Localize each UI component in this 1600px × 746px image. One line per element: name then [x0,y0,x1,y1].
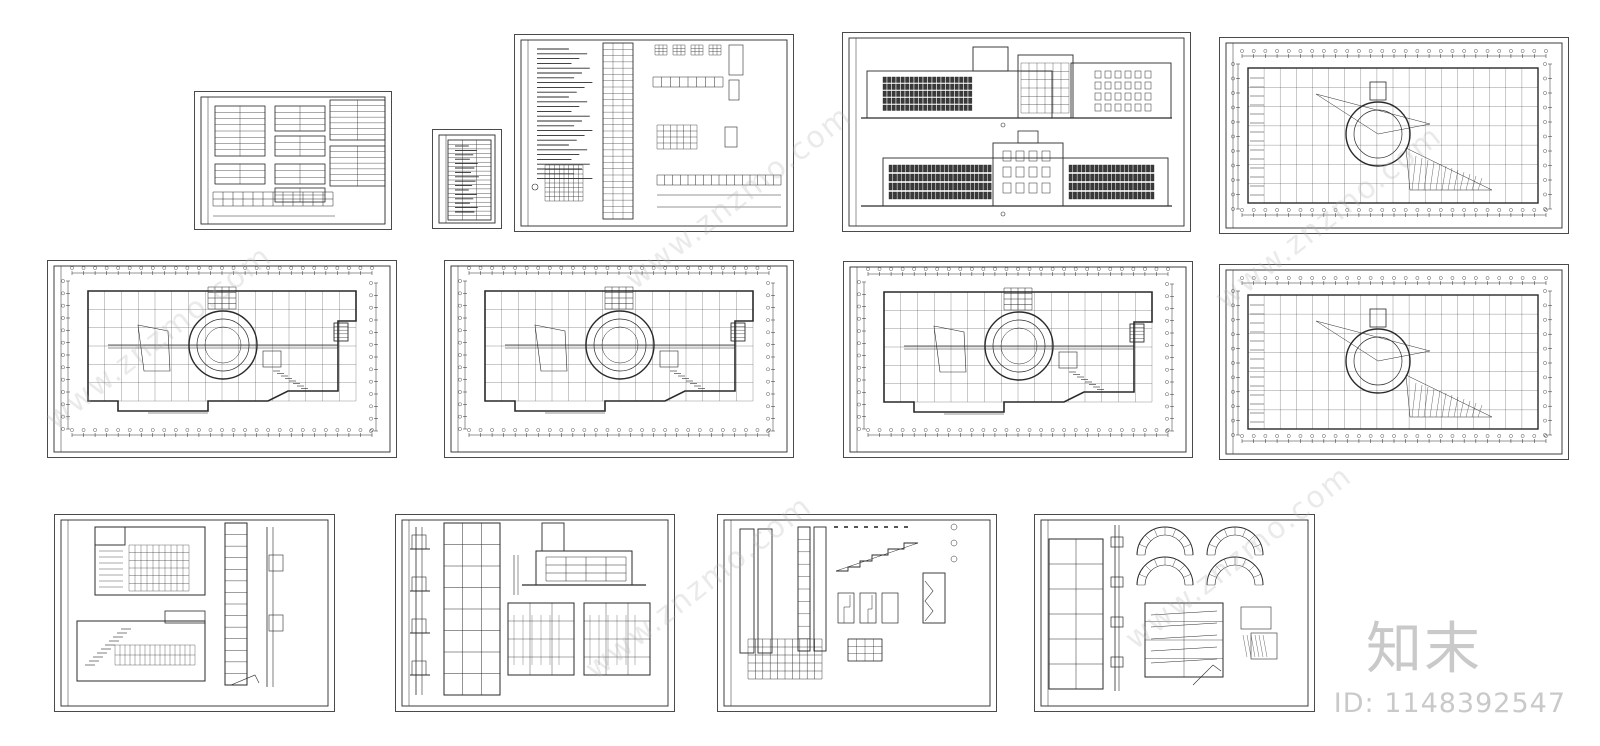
drawing-table [438,134,496,224]
drawing-stair-details [723,519,991,707]
drawing-floor-plan-1 [53,265,391,453]
drawing-floor-plan-3 [849,266,1187,453]
drawing-notes [520,39,788,227]
drawing-sheet-side-elevations[interactable] [54,514,335,712]
drawing-sheet-table[interactable] [432,129,502,229]
drawing-schedule [200,96,386,225]
drawing-sheet-elevation[interactable] [842,32,1191,232]
drawing-sections [401,519,669,707]
asset-id-label: ID: 1148392547 [1333,688,1566,719]
drawing-sheet-floor-plan-1[interactable] [47,260,397,458]
drawing-side-elevations [60,519,329,707]
drawing-sheet-sections[interactable] [395,514,675,712]
drawing-sheet-wall-details[interactable] [1034,514,1315,712]
drawing-roof-plan-1 [1225,42,1563,229]
drawing-sheet-stair-details[interactable] [717,514,997,712]
drawing-roof-plan-2 [1225,269,1563,455]
brand-logo-text: 知末 [1366,617,1482,682]
drawing-sheet-floor-plan-3[interactable] [843,261,1193,458]
drawing-floor-plan-2 [450,265,788,453]
drawing-sheet-notes[interactable] [514,34,794,232]
drawing-elevation [848,37,1185,227]
drawing-sheet-roof-plan-1[interactable] [1219,37,1569,234]
drawing-sheet-schedule[interactable] [194,91,392,230]
drawing-wall-details [1040,519,1309,707]
drawing-sheet-floor-plan-2[interactable] [444,260,794,458]
drawing-sheet-roof-plan-2[interactable] [1219,264,1569,460]
